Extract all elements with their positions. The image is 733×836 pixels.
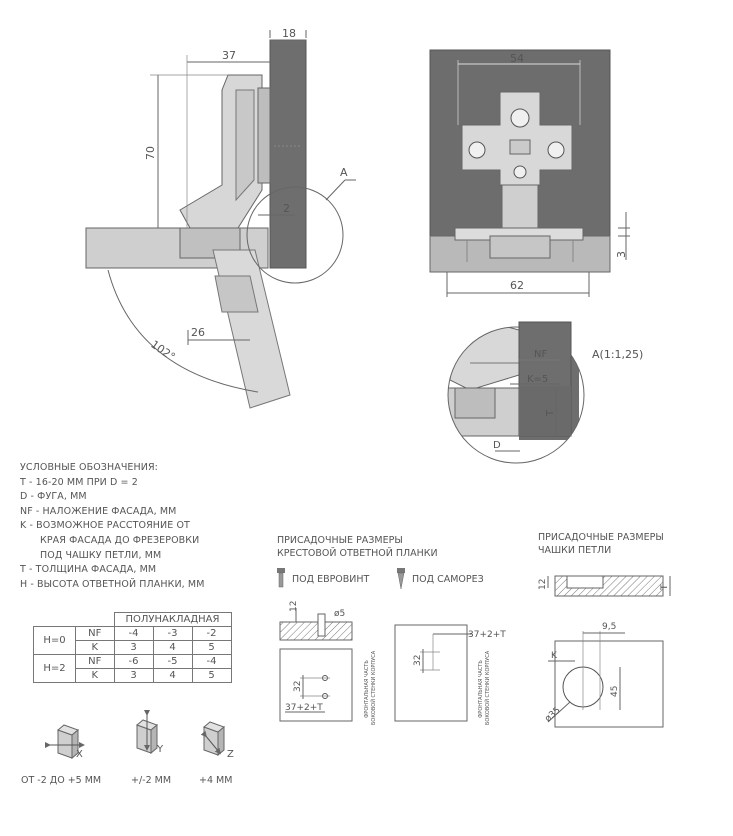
plate-side-2a: БОКОВОЙ СТЕНКИ КОРПУСА — [370, 650, 377, 725]
side-view: A 18 37 70 2 26 102° — [85, 27, 356, 409]
legend-title: УСЛОВНЫЕ ОБОЗНАЧЕНИЯ: — [20, 462, 158, 473]
dim-18: 18 — [282, 27, 296, 40]
detail-d: D — [493, 440, 501, 451]
cup-dim-12: 12 — [538, 579, 548, 590]
plate-self-label: ПОД САМОРЕЗ — [412, 574, 484, 585]
dim-54: 54 — [510, 52, 524, 65]
plate-dim-12: 12 — [289, 601, 299, 612]
dim-26: 26 — [191, 326, 205, 339]
angle-102: 102° — [148, 338, 177, 364]
adjust-x-label: X — [76, 749, 83, 760]
cup-dim-t: T — [660, 584, 670, 591]
cup-drilling: 12 T 9,5 K 45 ø35 — [538, 575, 671, 728]
plate-dim-32a: 32 — [293, 681, 303, 692]
overlay-table: ПОЛУНАКЛАДНАЯ H=0 NF -4 -3 -2 K 3 4 5 H=… — [33, 612, 232, 683]
cup-dim-95: 9,5 — [602, 622, 616, 632]
legend-line: K - ВОЗМОЖНОЕ РАССТОЯНИЕ ОТ — [20, 520, 190, 532]
table-header: ПОЛУНАКЛАДНАЯ — [113, 612, 232, 627]
cup-dim-k: K — [551, 651, 558, 661]
legend: УСЛОВНЫЕ ОБОЗНАЧЕНИЯ: T - 16-20 ММ ПРИ D… — [20, 461, 205, 592]
dim-70: 70 — [144, 146, 157, 160]
detail-circle-a — [246, 186, 344, 284]
cup-title: ПРИСАДОЧНЫЕ РАЗМЕРЫ ЧАШКИ ПЕТЛИ — [538, 532, 664, 556]
dim-3: 3 — [615, 251, 628, 258]
adjust-x-caption: ОТ -2 ДО +5 ММ — [21, 775, 102, 786]
legend-line: КРАЯ ФАСАДА ДО ФРЕЗЕРОВКИ — [40, 534, 200, 546]
angle-arc — [107, 269, 259, 393]
legend-line: ПОД ЧАШКУ ПЕТЛИ, ММ — [40, 549, 162, 561]
front-view: 54 62 3 — [429, 49, 630, 297]
adjust-y-label: Y — [156, 744, 164, 755]
adjust-x: X — [45, 724, 85, 760]
label-a: A — [340, 166, 348, 179]
adjust-z-label: Z — [227, 749, 234, 760]
self-tapping-screw-icon — [397, 568, 405, 590]
plate-side-1b: ФРОНТАЛЬНАЯ ЧАСТЬ — [478, 660, 484, 718]
plate-section — [279, 621, 353, 641]
detail-t: T — [545, 409, 556, 417]
table-row: K 3 4 5 — [34, 668, 232, 683]
detail-a-view: NF K=5 T D A(1:1,25) — [447, 321, 643, 464]
legend-line: T - 16-20 ММ ПРИ D = 2 — [20, 476, 138, 488]
detail-k5: K=5 — [527, 374, 548, 385]
legend-line: H - ВЫСОТА ОТВЕТНОЙ ПЛАНКИ, ММ — [20, 578, 205, 590]
table-row: H=2 NF -6 -5 -4 — [33, 654, 232, 683]
adjust-y-caption: +/-2 ММ — [131, 775, 172, 786]
plate-title: ПРИСАДОЧНЫЕ РАЗМЕРЫ КРЕСТОВОЙ ОТВЕТНОЙ П… — [277, 535, 438, 559]
legend-line: T - ТОЛЩИНА ФАСАДА, ММ — [20, 564, 157, 576]
plate-euro-label: ПОД ЕВРОВИНТ — [292, 574, 370, 585]
table-row: H=0 NF -4 -3 -2 — [33, 626, 232, 655]
cup-dim-45: 45 — [610, 686, 620, 697]
dim-2: 2 — [283, 202, 290, 215]
plate-euro — [279, 648, 353, 722]
dim-62: 62 — [510, 279, 524, 292]
eurovint-screw-icon — [277, 568, 285, 588]
mounting-plate — [461, 91, 573, 186]
table-row: K 3 4 5 — [34, 640, 232, 655]
plate-dim-5: ø5 — [334, 609, 345, 619]
cabinet-wall — [269, 39, 307, 269]
plate-dim-37a: 37+2+T — [285, 703, 323, 713]
plate-side-1a: ФРОНТАЛЬНАЯ ЧАСТЬ — [364, 660, 370, 718]
plate-self — [394, 624, 468, 722]
detail-scale: A(1:1,25) — [592, 348, 643, 361]
adjust-y: Y — [136, 710, 164, 755]
adjust-z: Z — [200, 721, 234, 760]
plate-drilling: 12 ø5 32 37+2+T ФРОНТАЛЬНАЯ ЧАСТЬ БОКОВО… — [277, 568, 506, 725]
adjust-z-caption: +4 ММ — [199, 775, 233, 786]
plate-side-2b: БОКОВОЙ СТЕНКИ КОРПУСА — [484, 650, 491, 725]
legend-line: D - ФУГА, ММ — [20, 491, 87, 503]
dim-37: 37 — [222, 49, 236, 62]
plate-dim-32b: 32 — [413, 655, 423, 666]
detail-nf: NF — [534, 349, 547, 360]
legend-line: NF - НАЛОЖЕНИЕ ФАСАДА, ММ — [20, 505, 177, 517]
plate-dim-37b: 37+2+T — [468, 630, 506, 640]
